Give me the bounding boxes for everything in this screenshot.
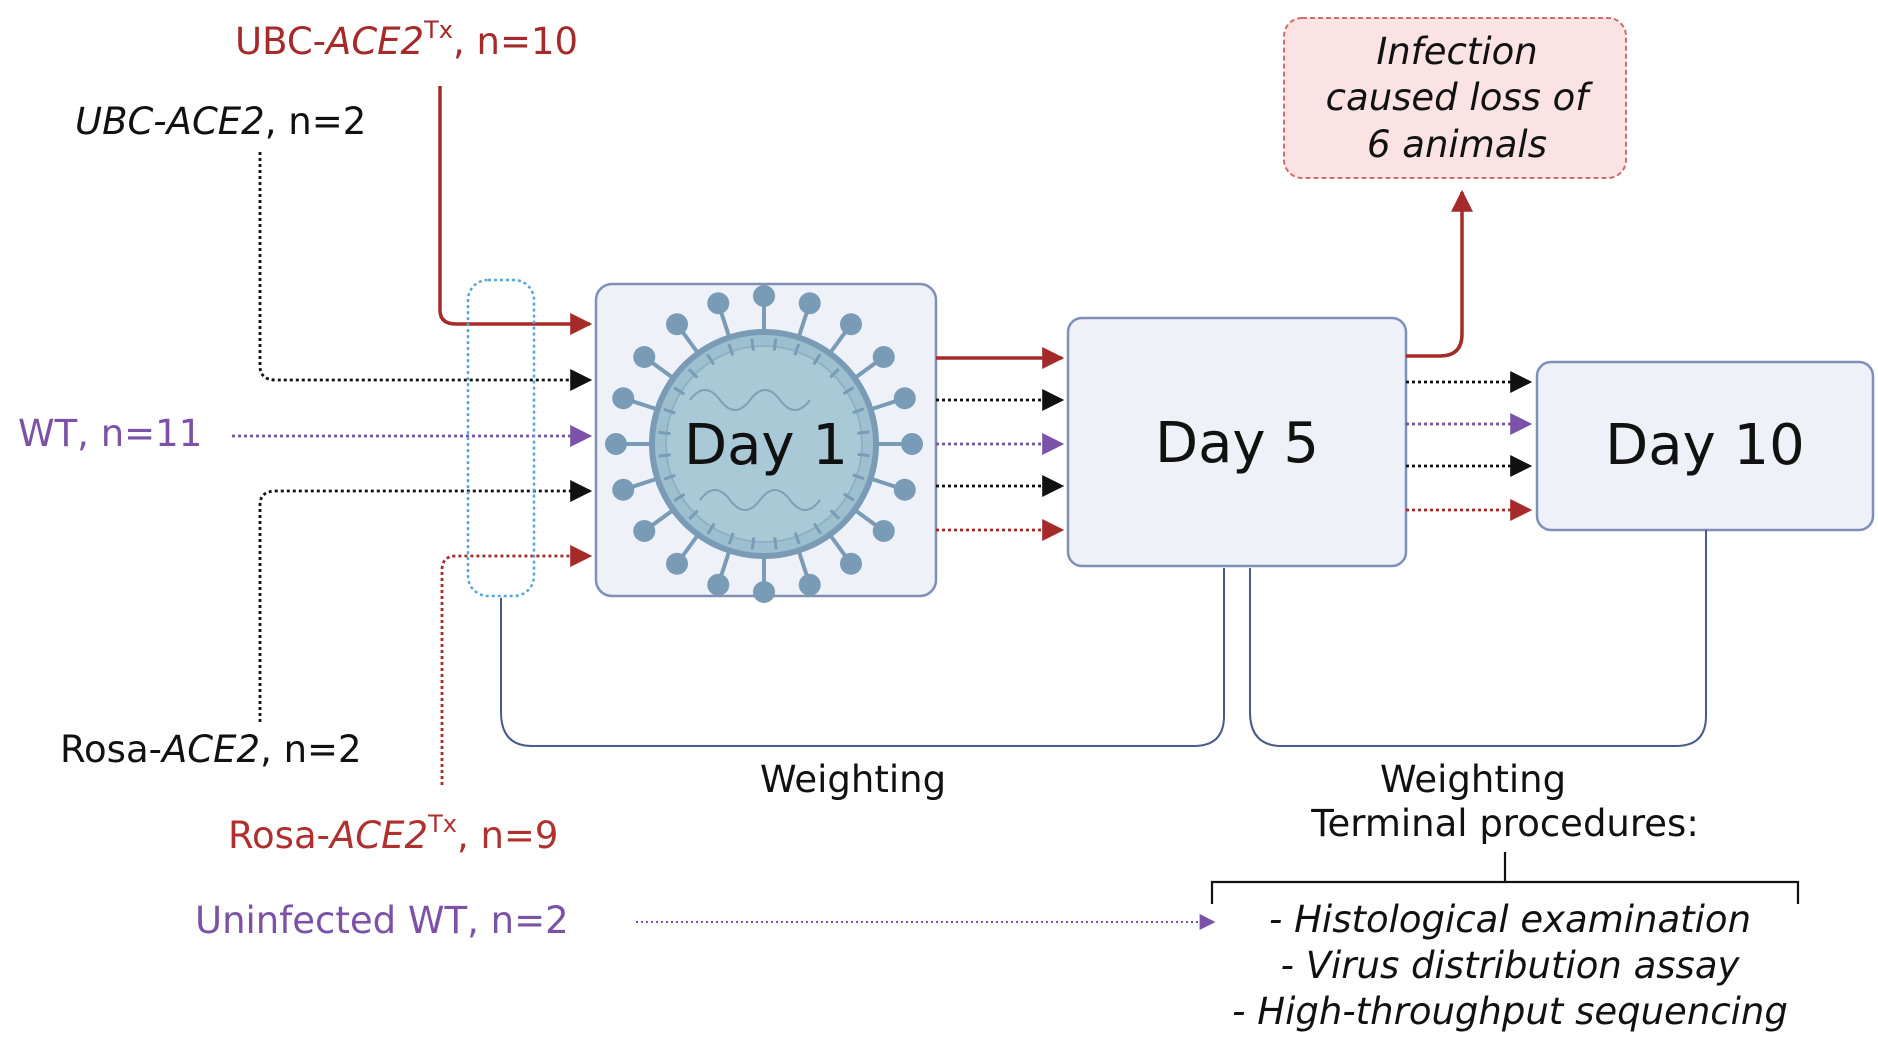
group-label-ubc-ace2-tx: UBC-ACE2Tx, n=10 [235, 16, 578, 63]
group-label-rosa-ace2: Rosa-ACE2, n=2 [60, 728, 362, 771]
day1-box: Day 1 [594, 282, 938, 603]
terminal-procedures-title: Terminal procedures: [1310, 802, 1699, 845]
weighting-label-2: Weighting [1380, 758, 1566, 801]
group-label-rosa-ace2-tx: Rosa-ACE2Tx, n=9 [228, 810, 558, 857]
day10-label: Day 10 [1605, 413, 1805, 478]
weighting-label-1: Weighting [760, 758, 946, 801]
group-label-uninfected-wt: Uninfected WT, n=2 [195, 899, 569, 942]
day1-label: Day 1 [684, 413, 848, 478]
connector-rosa-ace2-tx [440, 545, 593, 785]
loss-note-line3: 6 animals [1367, 123, 1547, 166]
group-label-ubc-ace2: UBC-ACE2, n=2 [75, 100, 366, 143]
connector-ubc-ace2-tx [438, 86, 593, 335]
day10-box: Day 10 [1535, 360, 1875, 532]
coronavirus-icon [605, 285, 923, 603]
day5-box: Day 5 [1066, 316, 1408, 568]
procedure-item-2: - Virus distribution assay [1281, 944, 1741, 987]
connector-ubc-ace2 [258, 152, 593, 391]
arrow-d5-loss [1406, 189, 1473, 358]
weighting-bracket-2 [1249, 530, 1707, 747]
procedures-bracket [1210, 852, 1800, 904]
loss-note: Infection caused loss of 6 animals [1283, 17, 1627, 179]
day5-label: Day 5 [1155, 411, 1319, 476]
group-label-wt: WT, n=11 [18, 412, 202, 455]
connector-rosa-ace2 [258, 480, 593, 722]
procedure-item-1: - Histological examination [1269, 898, 1751, 941]
procedure-item-3: - High-throughput sequencing [1232, 990, 1788, 1033]
loss-note-line1: Infection [1376, 30, 1537, 73]
loss-note-line2: caused loss of [1326, 76, 1594, 119]
input-grouping-outline [466, 278, 536, 598]
weighting-bracket-1 [500, 568, 1225, 747]
